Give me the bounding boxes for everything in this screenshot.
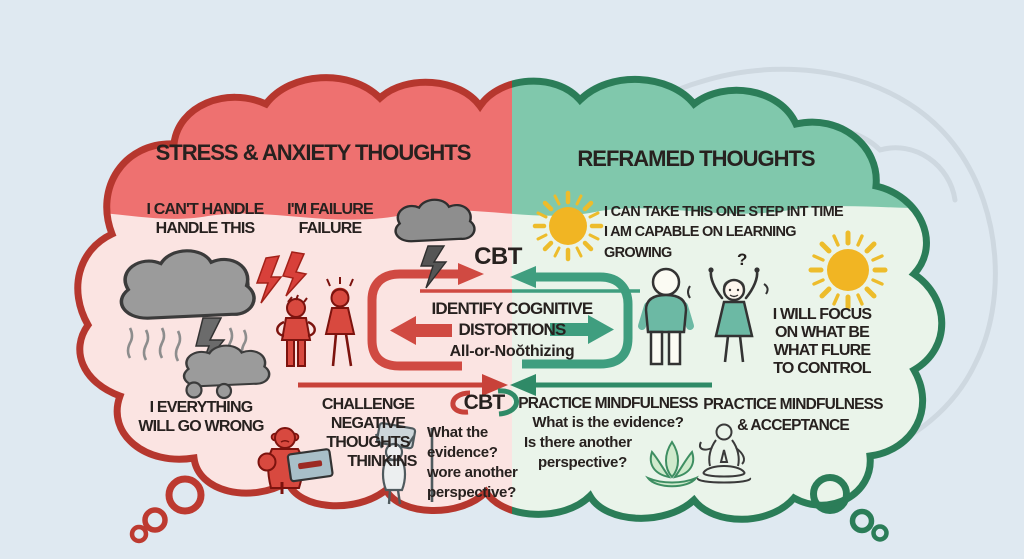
question-mark-label: ? [737, 250, 748, 269]
meditating-person-icon [696, 423, 752, 484]
angry-man-icon [276, 294, 316, 367]
thought-bubble-trail-red-icon [129, 475, 205, 544]
practice-mindfulness-questions: PRACTICE MINDFULNESS What is the evidenc… [518, 395, 698, 472]
calm-man-icon [638, 267, 694, 366]
cbt-label-lower: CBT [463, 391, 506, 414]
left-thought-failure: I'M FAILURE FAILURE [287, 201, 373, 237]
focus-on-control-thought: I WILL FOCUS ON WHAT BE WHAT FLURE TO CO… [772, 306, 872, 378]
practice-mindfulness-acceptance: PRACTICE MINDFULNESS & ACCEPTANCE [703, 396, 883, 434]
right-thought-one-step: I CAN TAKE THIS ONE STEP INT TIME I AM C… [604, 204, 844, 261]
left-thought-go-wrong: I EVERYTHING WILL GO WRONG [138, 399, 264, 435]
cbt-cycle-arrows-icon [298, 263, 712, 417]
storm-cloud-dark-icon [394, 198, 476, 289]
lightning-bolt-red-icon [255, 251, 308, 304]
stress-header: STRESS & ANXIETY THOUGHTS [155, 140, 472, 165]
person-holding-sign-icon [374, 422, 434, 505]
left-question-prompts: What the evidence? wore another perspect… [427, 424, 518, 502]
sun-icon [532, 190, 604, 262]
worried-person-tablet-icon [257, 427, 334, 494]
storm-cloud-rain-icon [119, 248, 271, 400]
identify-distortions-box: IDENTIFY COGNITIVE DISTORTIONS All-or-No… [431, 299, 594, 360]
sun-icon [808, 230, 888, 310]
reframed-header: REFRAMED THOUGHTS [577, 146, 815, 171]
cheerful-woman-icon [687, 267, 769, 363]
thought-bubble-trail-green-icon [810, 474, 889, 542]
cbt-label-top: CBT [474, 243, 522, 270]
stressed-woman-icon [324, 277, 356, 367]
lotus-flower-icon [645, 440, 699, 488]
left-thought-cant-handle: I CAN'T HANDLE HANDLE THIS [146, 201, 264, 237]
challenge-negative-thoughts: CHALLENGE NEGATIVE THOUGHTS THINKINS [321, 396, 418, 470]
